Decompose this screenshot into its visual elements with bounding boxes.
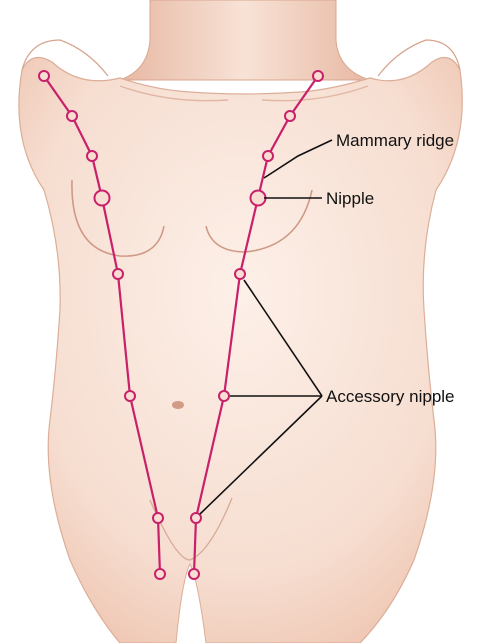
neck (120, 0, 370, 80)
label-mammary-ridge: Mammary ridge (336, 131, 454, 150)
ridge-node (313, 71, 323, 81)
accessory-nipple-upper (235, 269, 245, 279)
torso-illustration (19, 0, 462, 643)
ridge-node (155, 569, 165, 579)
accessory-nipple-lower (191, 513, 201, 523)
label-accessory-nipple: Accessory nipple (326, 387, 455, 406)
ridge-node (125, 391, 135, 401)
ridge-node (67, 111, 77, 121)
nipple-right (251, 191, 266, 206)
ridge-node (113, 269, 123, 279)
ridge-node (263, 151, 273, 161)
ridge-node (39, 71, 49, 81)
accessory-nipple-middle (219, 391, 229, 401)
ridge-node (285, 111, 295, 121)
navel (172, 401, 184, 409)
ridge-node (189, 569, 199, 579)
nipple-left (95, 191, 110, 206)
label-nipple: Nipple (326, 189, 374, 208)
ridge-node (153, 513, 163, 523)
ridge-node (87, 151, 97, 161)
